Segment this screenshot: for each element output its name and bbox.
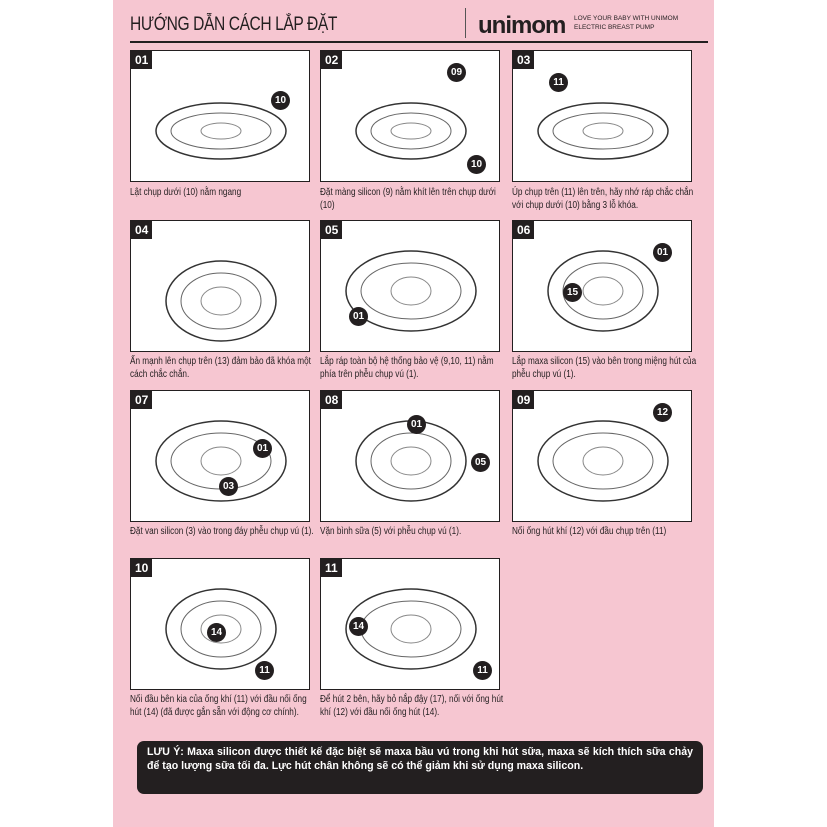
step-panel: 11 14 11	[320, 558, 500, 690]
step-caption: Vặn bình sữa (5) với phễu chụp vú (1).	[320, 526, 462, 537]
step-panel: 01 10	[130, 50, 310, 182]
part-callout: 11	[549, 73, 568, 92]
step-caption: Đặt màng silicon (9) nằm khít lên trên c…	[320, 187, 496, 211]
part-callout: 01	[349, 307, 368, 326]
step-illustration	[155, 420, 287, 502]
part-callout: 14	[349, 617, 368, 636]
step-illustration	[355, 102, 467, 160]
header-divider	[130, 41, 708, 43]
part-callout: 03	[219, 477, 238, 496]
step-illustration	[165, 588, 277, 670]
part-callout: 09	[447, 63, 466, 82]
step-panel: 02 09 10	[320, 50, 500, 182]
step-caption: Lắp maxa silicon (15) vào bên trong miện…	[512, 356, 697, 380]
step-caption: Ấn mạnh lên chụp trên (13) đảm bảo đã kh…	[130, 356, 311, 380]
part-callout: 10	[467, 155, 486, 174]
step-panel: 04	[130, 220, 310, 352]
part-callout: 15	[563, 283, 582, 302]
step-caption: Nối ống hút khí (12) với đầu chụp trên (…	[512, 526, 667, 537]
brand-tagline: LOVE YOUR BABY WITH UNIMOM ELECTRIC BREAS…	[574, 14, 678, 32]
part-callout: 12	[653, 403, 672, 422]
step-number: 07	[131, 391, 153, 409]
tagline-line-2: ELECTRIC BREAST PUMP	[574, 24, 655, 31]
step-panel: 07 01 03	[130, 390, 310, 522]
step-number: 11	[321, 559, 342, 577]
step-number: 08	[321, 391, 343, 409]
step-caption: Úp chụp trên (11) lên trên, hãy nhớ ráp …	[512, 187, 694, 211]
tagline-line-1: LOVE YOUR BABY WITH UNIMOM	[574, 15, 679, 22]
step-panel: 10 14 11	[130, 558, 310, 690]
step-number: 05	[321, 221, 343, 239]
part-callout: 11	[473, 661, 492, 680]
step-illustration	[537, 102, 669, 160]
step-number: 04	[131, 221, 153, 239]
part-callout: 01	[253, 439, 272, 458]
step-panel: 08 01 05	[320, 390, 500, 522]
step-number: 09	[513, 391, 535, 409]
step-illustration	[537, 420, 669, 502]
step-panel: 06 01 15	[512, 220, 692, 352]
step-illustration	[345, 250, 477, 332]
step-illustration	[547, 250, 659, 332]
part-callout: 10	[271, 91, 290, 110]
step-caption: Nối đầu bên kia của ống khí (11) với đầu…	[130, 694, 307, 718]
part-callout: 11	[255, 661, 274, 680]
step-caption: Lắp ráp toàn bộ hệ thống bảo vệ (9,10, 1…	[320, 356, 494, 380]
part-callout: 01	[407, 415, 426, 434]
step-number: 03	[513, 51, 535, 69]
step-panel: 09 12	[512, 390, 692, 522]
step-panel: 05 01	[320, 220, 500, 352]
step-caption: Lật chụp dưới (10) nằm ngang	[130, 187, 242, 198]
step-caption: Đặt van silicon (3) vào trong đáy phễu c…	[130, 526, 314, 537]
header-separator	[465, 8, 466, 38]
part-callout: 14	[207, 623, 226, 642]
step-caption: Để hút 2 bên, hãy bỏ nắp đậy (17), nối v…	[320, 694, 504, 718]
step-number: 02	[321, 51, 343, 69]
step-number: 10	[131, 559, 153, 577]
brand-logo: unimom	[478, 12, 566, 39]
note-box: LƯU Ý: Maxa silicon được thiết kế đặc bi…	[137, 741, 703, 794]
step-panel: 03 11	[512, 50, 692, 182]
step-illustration	[165, 260, 277, 342]
part-callout: 01	[653, 243, 672, 262]
part-callout: 05	[471, 453, 490, 472]
step-number: 06	[513, 221, 535, 239]
step-illustration	[155, 102, 287, 160]
page-title: HƯỚNG DẪN CÁCH LẮP ĐẶT	[130, 14, 337, 35]
step-number: 01	[131, 51, 153, 69]
